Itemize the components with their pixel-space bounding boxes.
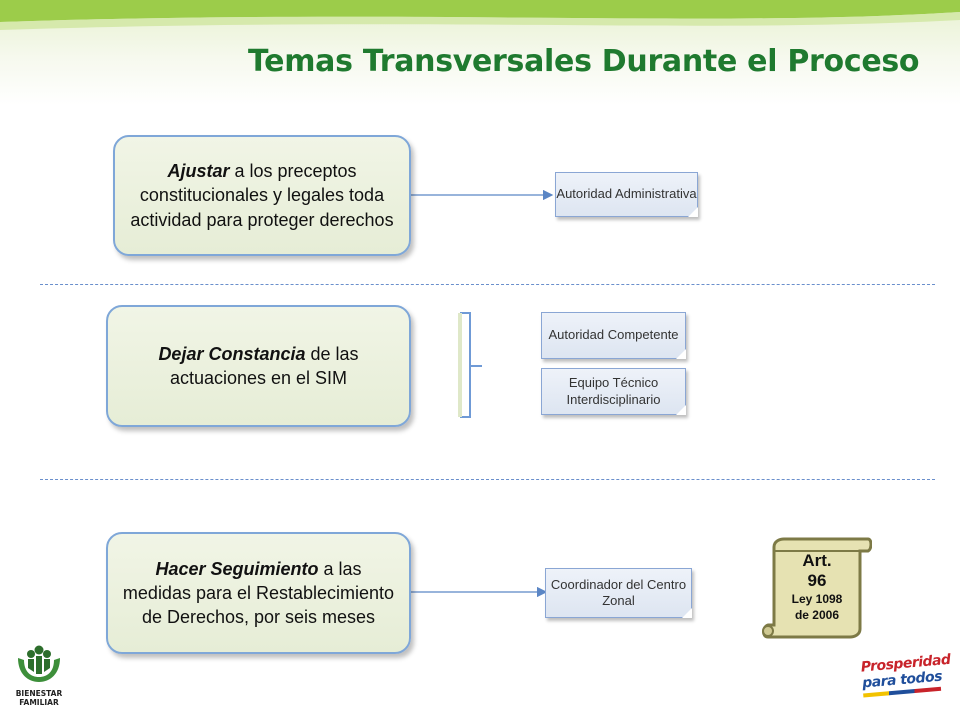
logo-left-line2: FAMILIAR bbox=[19, 698, 59, 707]
law-scroll: Art. 96 Ley 1098 de 2006 bbox=[760, 537, 872, 641]
note-equipo-tecnico: Equipo Técnico Interdisciplinario bbox=[541, 368, 686, 415]
action-text: a las medidas para el Restablecimiento d… bbox=[122, 558, 395, 628]
scroll-text: Art. 96 Ley 1098 de 2006 bbox=[774, 551, 860, 623]
action-box-ajustar: Ajustar a los preceptos constitucionales… bbox=[113, 135, 411, 256]
logo-left-line1: BIENESTAR bbox=[15, 689, 63, 698]
note-autoridad-administrativa: Autoridad Administrativa bbox=[555, 172, 698, 217]
bienestar-familiar-logo: BIENESTAR FAMILIAR bbox=[14, 644, 64, 710]
family-icon bbox=[18, 645, 60, 682]
section-divider bbox=[40, 479, 935, 480]
scroll-line-number: 96 bbox=[807, 571, 827, 590]
scroll-line-law: Ley 1098 bbox=[791, 592, 843, 606]
header-swoosh bbox=[0, 0, 960, 30]
action-box-hacer-seguimiento: Hacer Seguimiento a las medidas para el … bbox=[106, 532, 411, 654]
action-keyword: Hacer Seguimiento bbox=[155, 558, 319, 579]
action-keyword: Dejar Constancia bbox=[158, 343, 306, 364]
action-text: de las actuaciones en el SIM bbox=[169, 343, 359, 388]
note-autoridad-competente: Autoridad Competente bbox=[541, 312, 686, 359]
scroll-icon bbox=[762, 537, 872, 639]
note-coordinador-centro-zonal: Coordinador del Centro Zonal bbox=[545, 568, 692, 618]
section-divider bbox=[40, 284, 935, 285]
scroll-line-year: de 2006 bbox=[794, 608, 840, 622]
action-box-dejar-constancia: Dejar Constancia de las actuaciones en e… bbox=[106, 305, 411, 427]
action-keyword: Ajustar bbox=[167, 161, 230, 182]
scroll-line-art: Art. bbox=[802, 551, 832, 570]
bracket bbox=[460, 312, 471, 418]
page-title: Temas Transversales Durante el Proceso bbox=[248, 44, 920, 79]
prosperidad-logo: Prosperidad para todos bbox=[860, 652, 951, 706]
action-text: a los preceptos constitucionales y legal… bbox=[130, 161, 394, 230]
